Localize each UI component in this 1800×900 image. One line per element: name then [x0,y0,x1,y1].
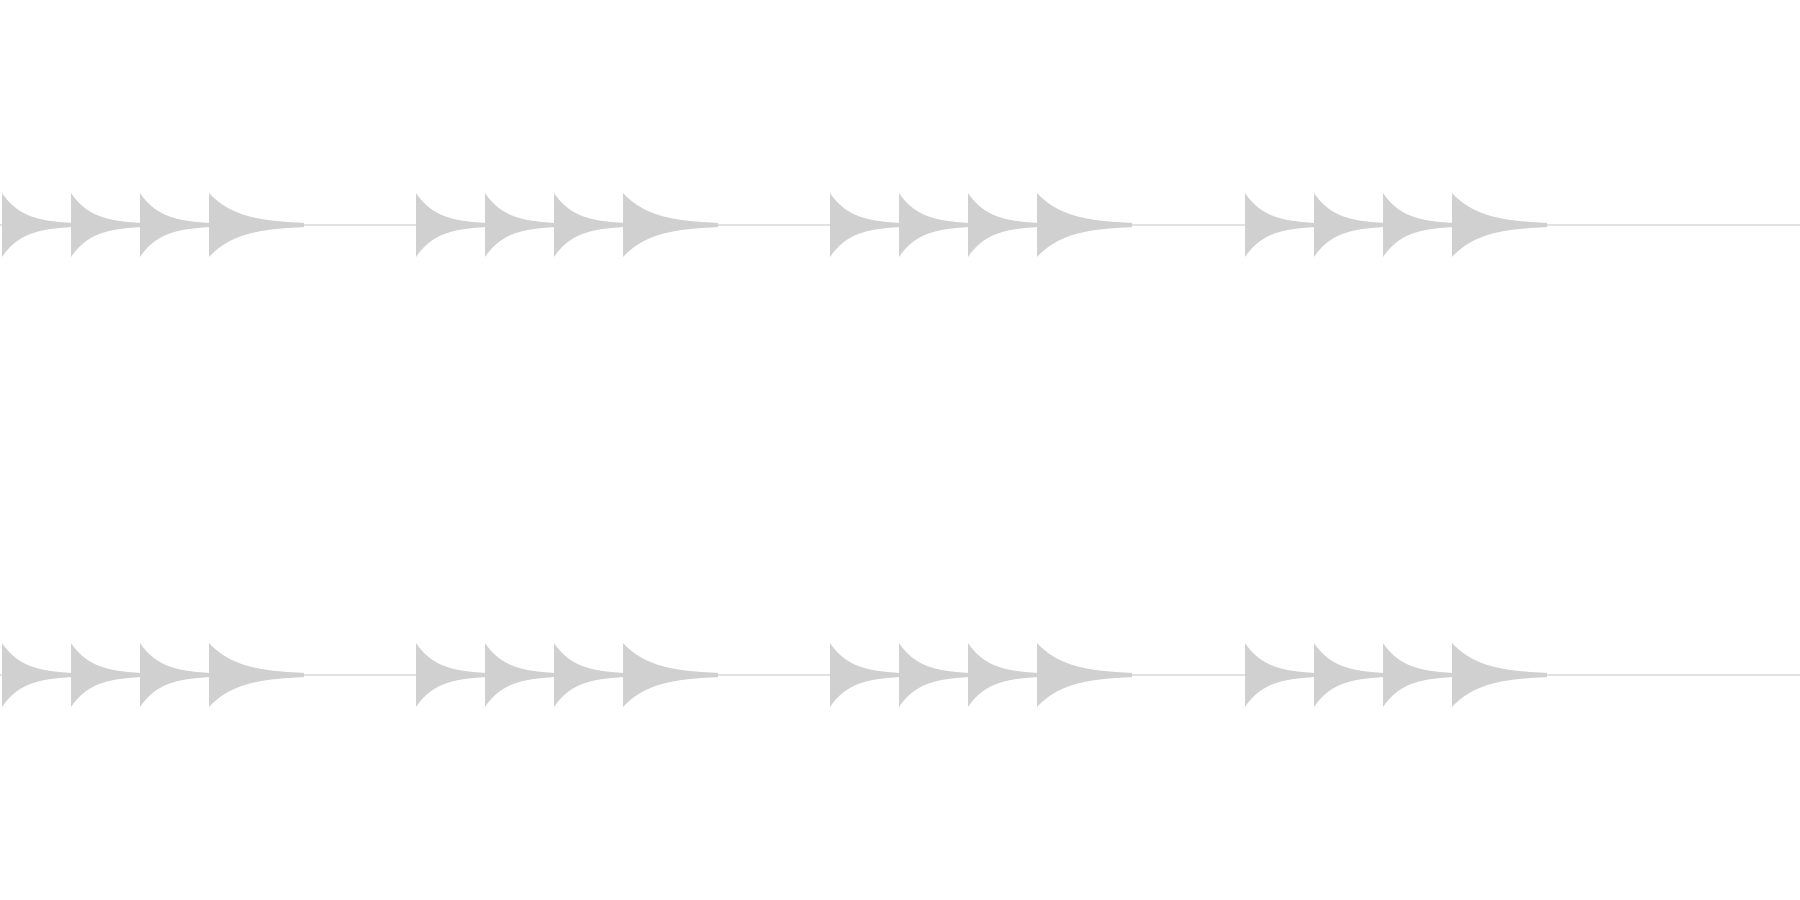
waveform-channel-1 [0,193,1800,257]
waveform-transient [140,643,209,707]
waveform-transient [1452,193,1547,257]
waveform-transient [71,643,140,707]
waveform-transient [485,643,554,707]
waveform-transient [623,643,718,707]
waveform-transient [1245,193,1314,257]
waveform-transient [899,193,968,257]
waveform-transient [2,643,71,707]
waveform-transient [899,643,968,707]
waveform-transient [140,193,209,257]
waveform-transient [1037,643,1132,707]
waveform-transient [968,193,1037,257]
waveform-transient [554,643,623,707]
waveform-transient [1383,643,1452,707]
channels-layer [0,193,1800,707]
waveform-transient [830,643,899,707]
waveform-transient [416,193,485,257]
waveform-transient [1314,643,1383,707]
waveform-transient [1245,643,1314,707]
waveform-transient [1037,193,1132,257]
waveform-transient [830,193,899,257]
waveform-transient [968,643,1037,707]
waveform-transient [623,193,718,257]
waveform-transient [2,193,71,257]
waveform-transient [416,643,485,707]
waveform-transient [485,193,554,257]
waveform-transient [209,643,304,707]
waveform-transient [209,193,304,257]
waveform-channel-2 [0,643,1800,707]
waveform-transient [1383,193,1452,257]
waveform-transient [1314,193,1383,257]
waveform-transient [71,193,140,257]
waveform-transient [1452,643,1547,707]
waveform-transient [554,193,623,257]
